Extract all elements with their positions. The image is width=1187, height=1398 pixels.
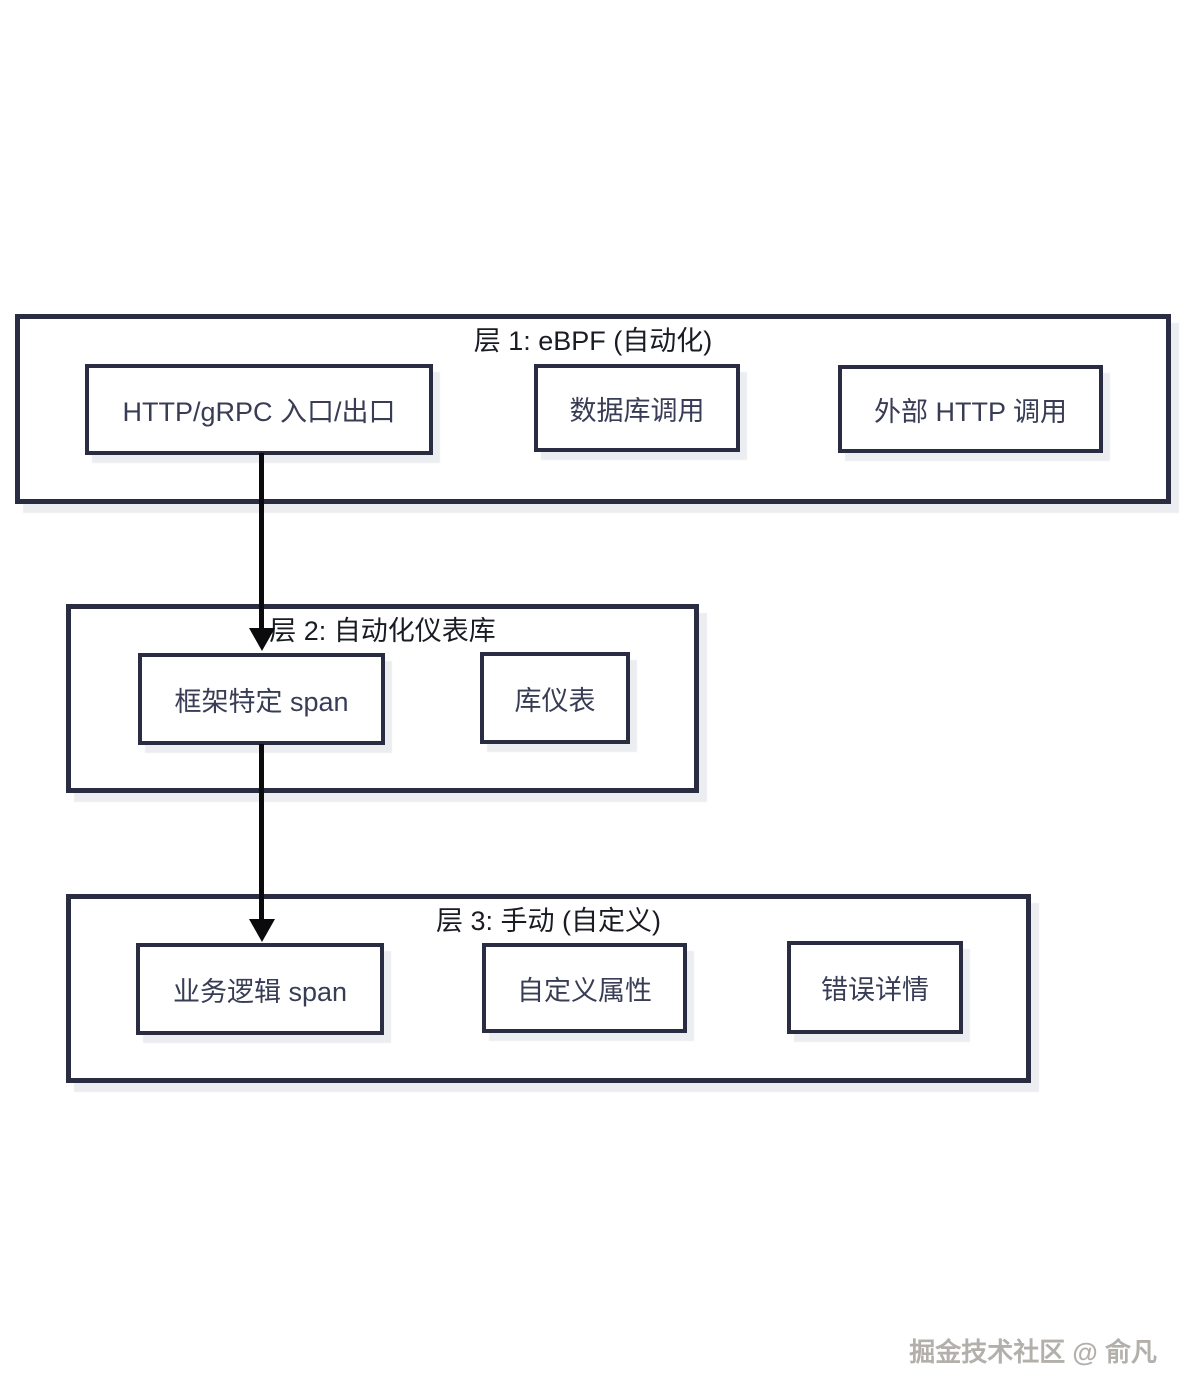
node-framework-specific-span-label: 框架特定 span [174, 686, 349, 717]
layer-3-title: 层 3: 手动 (自定义) [435, 906, 661, 936]
node-external-http-calls: 外部 HTTP 调用 [838, 365, 1103, 453]
flow-arrow-2-line [259, 744, 264, 920]
node-external-http-calls-label: 外部 HTTP 调用 [873, 396, 1067, 427]
layer-1-container: 层 1: eBPF (自动化) HTTP/gRPC 入口/出口 数据库调用 外部… [15, 314, 1171, 504]
node-error-details: 错误详情 [787, 941, 963, 1034]
node-custom-attributes: 自定义属性 [482, 943, 687, 1033]
node-database-calls: 数据库调用 [534, 364, 740, 452]
layer-2-title: 层 2: 自动化仪表库 [269, 616, 496, 646]
node-error-details-label: 错误详情 [821, 975, 929, 1005]
layer-2-container: 层 2: 自动化仪表库 框架特定 span 库仪表 [66, 604, 699, 793]
node-library-instrumentation: 库仪表 [480, 652, 630, 744]
watermark-text: 掘金技术社区 @ 俞凡 [909, 1337, 1157, 1367]
flow-arrow-2-arrowhead-icon [249, 919, 275, 942]
flow-arrow-1-arrowhead-icon [249, 628, 275, 651]
node-database-calls-label: 数据库调用 [569, 395, 705, 426]
node-business-logic-span-label: 业务逻辑 span [172, 976, 348, 1007]
flow-arrow-1-line [259, 453, 264, 629]
node-custom-attributes-label: 自定义属性 [517, 975, 652, 1006]
node-http-grpc-ingress-egress-label: HTTP/gRPC 入口/出口 [122, 397, 396, 427]
node-business-logic-span: 业务逻辑 span [136, 943, 384, 1035]
node-library-instrumentation-label: 库仪表 [514, 685, 596, 716]
node-http-grpc-ingress-egress: HTTP/gRPC 入口/出口 [85, 364, 433, 455]
node-framework-specific-span: 框架特定 span [138, 653, 385, 745]
layer-1-title: 层 1: eBPF (自动化) [473, 326, 713, 356]
layer-3-container: 层 3: 手动 (自定义) 业务逻辑 span 自定义属性 错误详情 [66, 894, 1031, 1083]
